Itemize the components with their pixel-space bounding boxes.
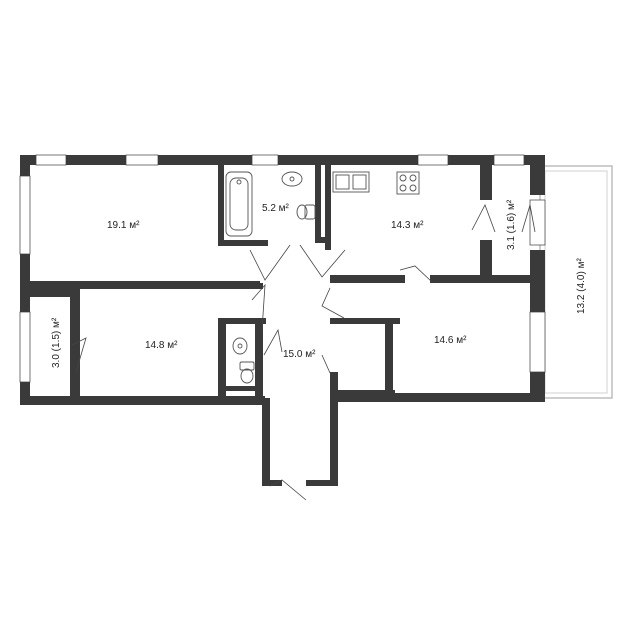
walls	[20, 155, 545, 486]
bathtub-icon	[225, 171, 253, 237]
sink-icon	[281, 171, 303, 187]
room-label-bedroom-left: 14.8 м²	[145, 340, 178, 351]
room-label-terrace: 13.2 (4.0) м²	[576, 258, 587, 314]
windows	[19, 154, 546, 383]
small-toilet-icon	[239, 361, 255, 384]
toilet-icon	[296, 204, 316, 220]
doors	[71, 204, 536, 501]
room-label-hallway: 15.0 м²	[283, 349, 316, 360]
stove-icon	[396, 171, 420, 195]
washbasin-icon	[232, 337, 248, 355]
room-label-bathroom: 5.2 м²	[262, 203, 290, 214]
kitchen-sink-icon	[332, 171, 370, 193]
room-label-living-room: 19.1 м²	[107, 220, 140, 231]
room-label-bedroom-right: 14.6 м²	[434, 335, 467, 346]
room-label-balcony-left: 3.0 (1.5) м²	[51, 317, 62, 368]
room-labels: 19.1 м² 5.2 м² 14.3 м² 3.1 (1.6) м² 13.2…	[51, 199, 587, 368]
room-label-balcony-right: 3.1 (1.6) м²	[506, 199, 517, 250]
room-label-kitchen: 14.3 м²	[391, 220, 424, 231]
